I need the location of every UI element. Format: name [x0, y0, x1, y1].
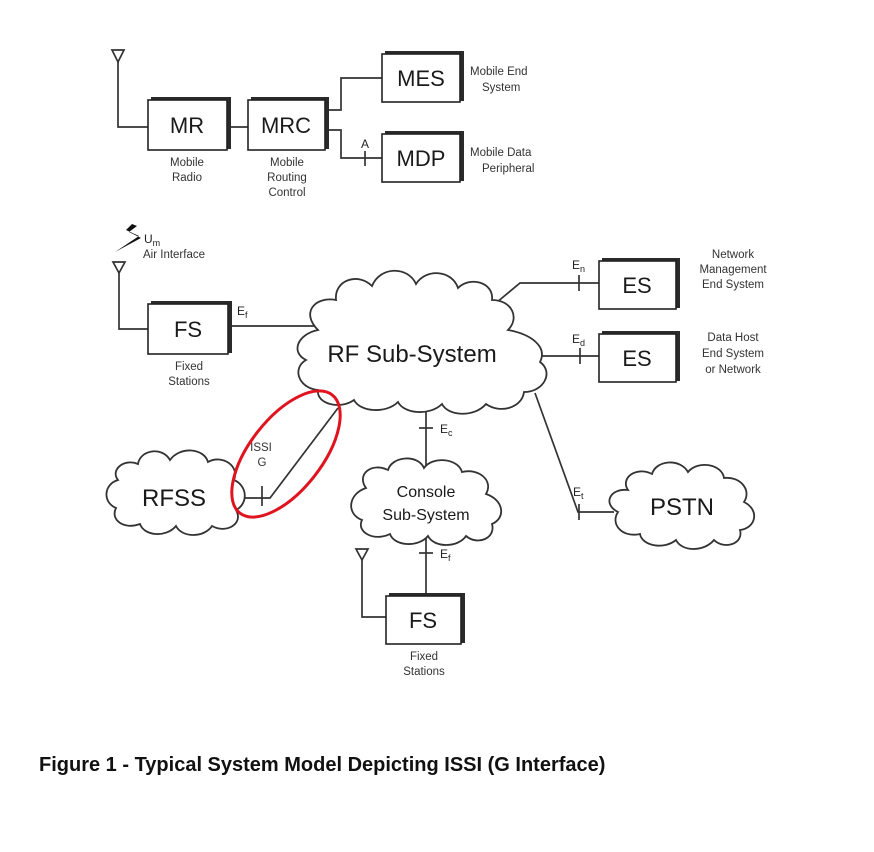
es-nm-label: ES: [622, 273, 651, 298]
connection-lines: [117, 62, 614, 618]
fs-top-label: FS: [174, 317, 202, 342]
box-mes: MES: [381, 51, 464, 103]
es-nm-caption-2: Management: [699, 264, 767, 276]
box-mr: MR: [147, 97, 231, 151]
es-nm-caption-3: End System: [702, 279, 764, 291]
box-mdp: MDP: [381, 131, 464, 183]
mdp-caption-1: Mobile Data: [470, 147, 532, 159]
issi-highlight-ellipse: [230, 389, 342, 519]
air-interface-label: Air Interface: [143, 249, 205, 261]
ef-top-interface-label: Ef: [237, 304, 248, 320]
box-es-network-management: ES: [598, 258, 680, 310]
en-interface-label: En: [572, 258, 585, 274]
mr-caption-1: Mobile: [170, 157, 204, 169]
mr-label: MR: [170, 113, 204, 138]
cloud-rf-sub-system: RF Sub-System: [296, 269, 548, 415]
lightning-icon: [115, 224, 141, 252]
issi-interface-label: ISSI: [250, 442, 272, 454]
cloud-rfss: RFSS: [105, 449, 246, 536]
fs-top-caption-1: Fixed: [175, 361, 203, 373]
es-nm-caption-1: Network: [712, 249, 754, 261]
rf-label: RF Sub-System: [327, 341, 496, 368]
a-interface-label: A: [361, 137, 369, 151]
box-fs-top: FS: [147, 301, 232, 355]
antenna-icon: [110, 49, 126, 64]
mes-caption-2: System: [482, 82, 520, 94]
mrc-caption-2: Routing: [267, 172, 307, 184]
antenna-icon: [354, 548, 370, 562]
mrc-caption-3: Control: [268, 187, 305, 199]
es-dh-label: ES: [622, 346, 651, 371]
mdp-label: MDP: [397, 146, 446, 171]
box-mrc: MRC: [247, 97, 329, 151]
ed-interface-label: Ed: [572, 332, 585, 348]
fs-bottom-caption-1: Fixed: [410, 651, 438, 663]
mes-caption-1: Mobile End: [470, 66, 528, 78]
console-label-2: Sub-System: [382, 507, 469, 524]
um-interface-label: Um: [144, 232, 160, 248]
mrc-label: MRC: [261, 113, 311, 138]
fs-bottom-caption-2: Stations: [403, 666, 445, 678]
rfss-label: RFSS: [142, 485, 206, 512]
antenna-icon: [111, 261, 127, 275]
mes-label: MES: [397, 66, 445, 91]
mdp-caption-2: Peripheral: [482, 163, 534, 175]
es-dh-caption-2: End System: [702, 348, 764, 360]
box-es-data-host: ES: [598, 331, 680, 383]
ef-bottom-interface-label: Ef: [440, 547, 451, 563]
box-captions: Mobile Radio Mobile Routing Control Mobi…: [168, 66, 767, 678]
antenna-icons: [110, 49, 370, 562]
console-label-1: Console: [397, 484, 456, 501]
fs-top-caption-2: Stations: [168, 376, 210, 388]
ec-interface-label: Ec: [440, 422, 453, 438]
mr-caption-2: Radio: [172, 172, 202, 184]
es-dh-caption-1: Data Host: [707, 332, 759, 344]
es-dh-caption-3: or Network: [705, 364, 761, 376]
g-interface-label: G: [258, 457, 267, 469]
interface-labels: A Um Air Interface Ef En Ed Ec Et Ef ISS…: [143, 137, 585, 563]
pstn-label: PSTN: [650, 494, 714, 521]
et-interface-label: Et: [573, 485, 584, 501]
cloud-pstn: PSTN: [608, 461, 755, 550]
fs-bottom-label: FS: [409, 608, 437, 633]
mrc-caption-1: Mobile: [270, 157, 304, 169]
box-fs-bottom: FS: [385, 593, 465, 645]
cloud-console-sub-system: Console Sub-System: [350, 457, 502, 546]
figure-caption: Figure 1 - Typical System Model Depictin…: [39, 754, 606, 776]
